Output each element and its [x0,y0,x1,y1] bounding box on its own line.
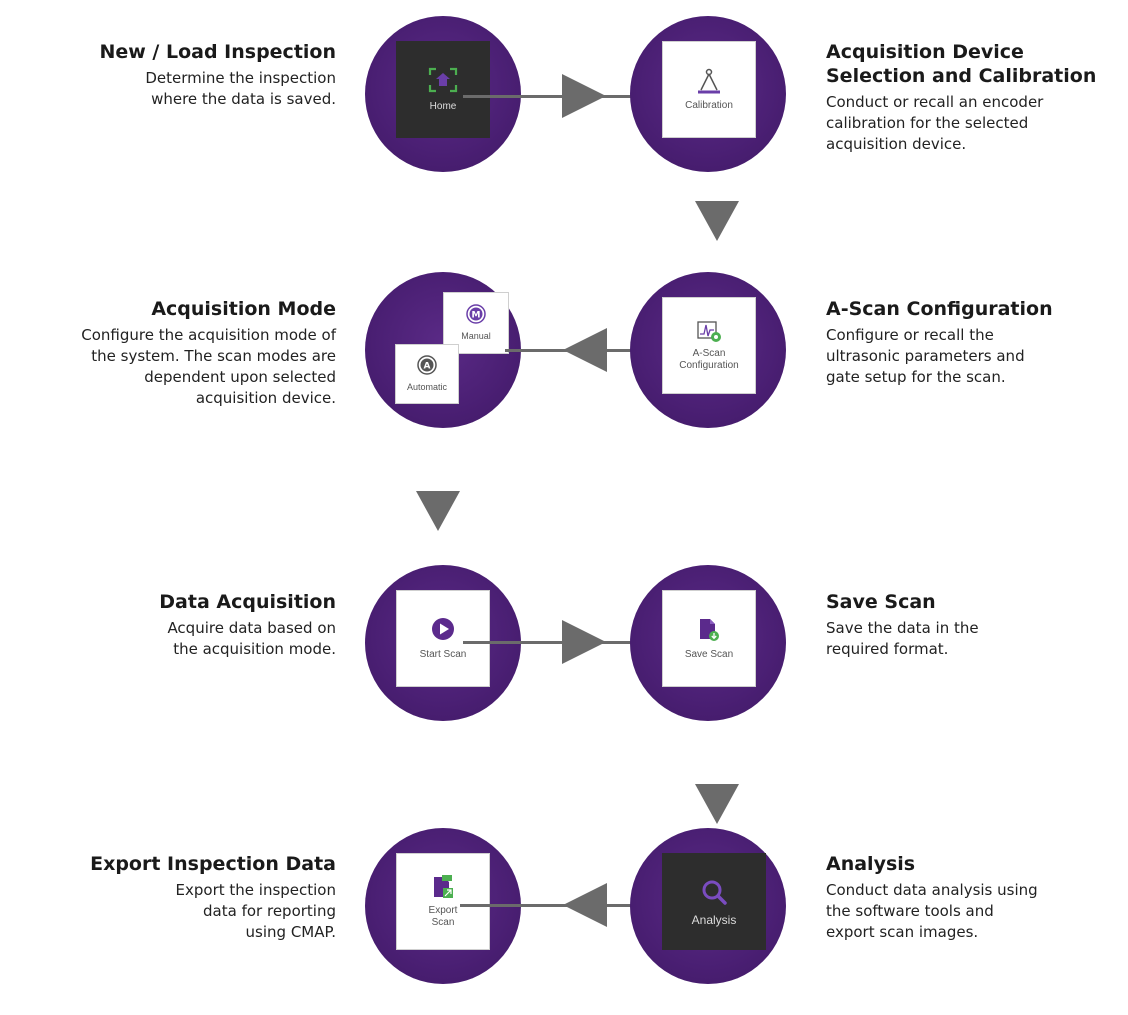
arrow-right-2 [562,620,606,664]
step-description: Configure or recall the ultrasonic param… [826,326,1025,386]
step-title: Save Scan [826,591,936,613]
tile-label: Automatic [406,382,448,392]
step-title: Data Acquisition [159,591,336,613]
step-description: Export the inspection data for reporting… [175,881,336,941]
connector-line-1 [463,95,633,98]
step-acquisition-mode-text: Acquisition Mode Configure the acquisiti… [1,297,336,409]
step-title: Acquisition Mode [151,298,336,320]
arrow-down-1 [695,201,739,241]
arrow-down-2 [416,491,460,531]
step-title: Acquisition Device Selection and Calibra… [826,41,1097,87]
step-title: A-Scan Configuration [826,298,1053,320]
arrow-down-3 [695,784,739,824]
analysis-tile[interactable]: Analysis [662,853,766,950]
step-circle-home: Home [365,16,521,172]
step-analysis-text: Analysis Conduct data analysis using the… [826,852,1126,943]
svg-text:M: M [472,311,481,321]
step-save-scan-text: Save Scan Save the data in the required … [826,590,1126,660]
tile-label: Calibration [685,99,733,111]
automatic-mode-icon: A [417,355,437,375]
step-circle-analysis: Analysis [630,828,786,984]
step-calibration-text: Acquisition Device Selection and Calibra… [826,40,1126,155]
step-export-text: Export Inspection Data Export the inspec… [1,852,336,943]
save-scan-tile[interactable]: Save Scan [662,590,756,687]
step-ascan-text: A-Scan Configuration Configure or recall… [826,297,1126,388]
step-circle-save-scan: Save Scan [630,565,786,721]
step-description: Conduct or recall an encoder calibration… [826,93,1044,153]
automatic-mode-tile[interactable]: A Automatic [395,344,459,404]
calibration-icon [698,68,720,93]
step-description: Determine the inspection where the data … [145,69,336,108]
tile-label: A-Scan Configuration [679,347,739,371]
home-icon [428,67,458,92]
tile-label: Home [429,100,457,112]
ascan-tile[interactable]: A-Scan Configuration [662,297,756,394]
step-description: Configure the acquisition mode of the sy… [81,326,336,407]
tile-label: Save Scan [684,648,734,660]
tile-label: Start Scan [419,648,467,660]
arrow-left-2 [563,883,607,927]
ascan-icon [697,320,721,342]
step-title: Export Inspection Data [90,853,336,875]
save-file-icon [700,618,719,641]
start-scan-tile[interactable]: Start Scan [396,590,490,687]
step-description: Save the data in the required format. [826,619,979,658]
export-scan-tile[interactable]: Export Scan [396,853,490,950]
svg-text:A: A [424,362,431,372]
step-new-load-inspection-text: New / Load Inspection Determine the insp… [1,40,336,110]
step-circle-acquisition-mode: M Manual A Automatic [365,272,521,428]
tile-label: Manual [461,331,491,341]
step-description: Conduct data analysis using the software… [826,881,1038,941]
step-data-acquisition-text: Data Acquisition Acquire data based on t… [1,590,336,660]
calibration-tile[interactable]: Calibration [662,41,756,138]
magnifier-icon [702,880,727,905]
play-icon [432,617,454,640]
arrow-right-1 [562,74,606,118]
tile-label: Analysis [691,912,737,927]
step-circle-calibration: Calibration [630,16,786,172]
manual-mode-tile[interactable]: M Manual [443,292,509,354]
export-file-icon [434,874,453,898]
step-title: New / Load Inspection [99,41,336,63]
manual-mode-icon: M [466,304,486,324]
home-tile[interactable]: Home [396,41,490,138]
tile-label: Export Scan [428,904,458,928]
step-title: Analysis [826,853,916,875]
arrow-left-1 [563,328,607,372]
step-description: Acquire data based on the acquisition mo… [167,619,336,658]
step-circle-ascan: A-Scan Configuration [630,272,786,428]
